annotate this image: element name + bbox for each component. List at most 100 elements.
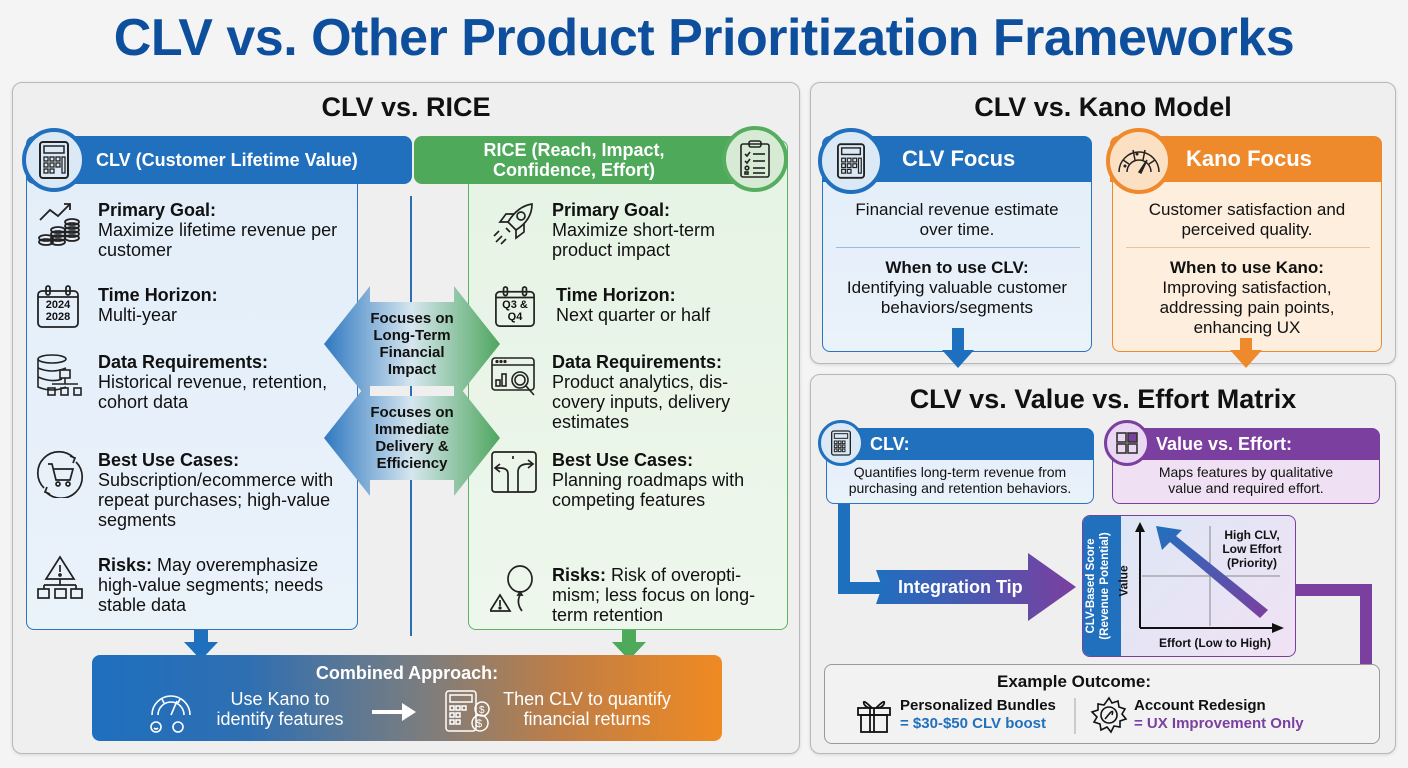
kano-focus-down-arrow: [1230, 338, 1262, 368]
rice-down-arrow: [612, 630, 646, 660]
rice-card-header: RICE (Reach, Impact, Confidence, Effort): [414, 136, 774, 184]
page-title: CLV vs. Other Product Prioritization Fra…: [113, 9, 1295, 67]
clv-matrix-line-2: purchasing and retention behaviors.: [848, 480, 1072, 496]
matrix-y-axis-label: Value: [1116, 565, 1131, 597]
road-fork-icon: [490, 450, 538, 498]
quadrant-line-1: High CLV,: [1224, 528, 1280, 542]
redesign-value: = UX Improvement Only: [1134, 715, 1304, 732]
kano-when-line-3: enhancing UX: [1193, 318, 1301, 337]
integration-connector-line: [838, 504, 850, 594]
clv-row-risks: Risks: May overemphasize high-value segm…: [36, 555, 358, 615]
combined-right-line-1: Then CLV to quantify: [503, 689, 671, 709]
clv-primary-goal-label: Primary Goal:: [98, 200, 217, 220]
rice-primary-goal-label: Primary Goal:: [552, 200, 671, 220]
clv-when-to-use: When to use CLV: Identifying valuable cu…: [822, 258, 1092, 318]
rice-time-horizon-text: Next quarter or half: [556, 305, 711, 325]
clv-card: [26, 140, 358, 630]
calendar-year-end: 2028: [45, 311, 71, 323]
rice-header-line-1: RICE (Reach, Impact,: [483, 140, 665, 160]
priority-quadrant-label: High CLV, Low Effort (Priority): [1212, 528, 1292, 570]
rice-primary-goal-text: Maximize short-term product impact: [552, 220, 716, 260]
clv-row-data-requirements: Data Requirements:Historical revenue, re…: [36, 352, 358, 412]
value-effort-header: Value vs. Effort:: [1112, 428, 1380, 460]
bundles-value: = $30-$50 CLV boost: [900, 715, 1047, 732]
clv-data-req-text: Historical revenue, retention, cohort da…: [98, 372, 328, 412]
calendar-year-start: 2024: [45, 299, 71, 311]
kano-gauge-icon: [150, 695, 191, 733]
calendar-quarter-end: Q4: [507, 311, 523, 323]
combined-approach-title: Combined Approach:: [315, 663, 499, 683]
long-term-line-1: Focuses on: [370, 310, 454, 327]
clv-use-cases-label: Best Use Cases:: [98, 450, 240, 470]
rice-header-line-2: Confidence, Effort): [493, 160, 655, 180]
svg-text:$: $: [476, 718, 482, 730]
rice-data-req-label: Data Requirements:: [552, 352, 723, 372]
kano-when-label: When to use Kano:: [1170, 258, 1324, 277]
redesign-title: Account Redesign: [1134, 697, 1266, 714]
integration-tip-arrow: [876, 553, 1076, 621]
calculator-icon: [818, 128, 884, 194]
clv-data-req-label: Data Requirements:: [98, 352, 269, 372]
immediate-line-1: Focuses on: [370, 404, 454, 421]
integration-tip-label: Integration Tip: [898, 577, 1023, 597]
warning-hierarchy-icon: [36, 555, 84, 603]
calculator-money-icon: $$: [445, 690, 490, 732]
clv-focus-header-label: CLV Focus: [902, 146, 1016, 171]
clv-card-header: CLV (Customer Lifetime Value): [26, 136, 412, 184]
calculator-icon: [818, 420, 864, 466]
value-effort-matrix: [1082, 515, 1296, 657]
clv-risks-text: May overemphasize high-value segments; n…: [98, 555, 324, 615]
immediate-line-3: Delivery &: [375, 438, 449, 455]
clv-primary-goal-text: Maximize lifetime revenue per customer: [98, 220, 338, 260]
combined-left-text: Use Kano to identify features: [210, 689, 350, 729]
clv-down-arrow: [184, 630, 218, 660]
kano-focus-description: Customer satisfaction and perceived qual…: [1112, 200, 1382, 240]
clv-row-primary-goal: Primary Goal:Maximize lifetime revenue p…: [36, 200, 348, 260]
clv-when-line-1: Identifying valuable customer: [846, 278, 1068, 297]
svg-text:$: $: [479, 705, 485, 716]
combined-left-line-1: Use Kano to: [230, 689, 330, 709]
rice-time-horizon-label: Time Horizon:: [556, 285, 676, 305]
bundles-title: Personalized Bundles: [900, 697, 1056, 714]
long-term-line-4: Impact: [387, 361, 437, 378]
clv-time-horizon-label: Time Horizon:: [98, 285, 218, 305]
matrix-axes: [1135, 522, 1284, 633]
matrix-panel-title: CLV vs. Value vs. Effort Matrix: [909, 384, 1297, 414]
kano-focus-desc-line-1: Customer satisfaction and: [1148, 200, 1346, 219]
immediate-focus-label: Focuses on Immediate Delivery & Efficien…: [350, 404, 474, 472]
long-term-line-2: Long-Term: [373, 327, 451, 344]
value-effort-description: Maps features by qualitative value and r…: [1112, 464, 1380, 496]
rice-row-primary-goal: Primary Goal:Maximize short-term product…: [490, 200, 752, 260]
balloon-warning-icon: [490, 565, 538, 613]
long-term-focus-label: Focuses on Long-Term Financial Impact: [350, 310, 474, 378]
immediate-line-4: Efficiency: [376, 455, 448, 472]
rice-row-time-horizon: Q3 &Q4 Time Horizon:Next quarter or half: [494, 285, 756, 333]
long-term-focus-arrow: [324, 286, 500, 402]
integration-connector-horizontal: [838, 582, 888, 594]
kano-when-to-use: When to use Kano: Improving satisfaction…: [1112, 258, 1382, 338]
clv-focus-desc-line-1: Financial revenue estimate: [855, 200, 1059, 219]
clv-use-cases-text: Subscription/ecommerce with repeat purch…: [98, 470, 334, 530]
rice-use-cases-label: Best Use Cases:: [552, 450, 694, 470]
kano-focus-header-label: Kano Focus: [1186, 146, 1312, 171]
kano-when-line-1: Improving satisfaction,: [1162, 278, 1332, 297]
rice-risks-label: Risks:: [552, 565, 607, 585]
combined-left-line-2: identify features: [216, 709, 344, 729]
example-outcome-title: Example Outcome:: [997, 672, 1151, 691]
gear-redesign-icon: [1090, 696, 1128, 734]
clv-when-label: When to use CLV:: [885, 258, 1029, 277]
clv-focus-down-arrow: [942, 328, 974, 368]
rice-row-risks: Risks: Risk of overopti-mism; less focus…: [490, 565, 757, 625]
clv-matrix-header: CLV:: [826, 428, 1094, 460]
combined-right-text: Then CLV to quantify financial returns: [494, 689, 680, 729]
side-label-line-1: CLV-Based Score: [1085, 538, 1097, 634]
calendar-quarter-start: Q3 &: [502, 299, 528, 311]
clv-row-use-cases: Best Use Cases:Subscription/ecommerce wi…: [36, 450, 338, 530]
analytics-magnifier-icon: [490, 352, 538, 400]
right-arrow-icon: [372, 703, 416, 721]
clipboard-checklist-icon: [722, 126, 788, 192]
outcome-divider: [1074, 698, 1076, 734]
rice-risks-text: Risk of overopti-mism; less focus on lon…: [552, 565, 756, 625]
rice-use-cases-text: Planning roadmaps with competing feature…: [552, 470, 745, 510]
